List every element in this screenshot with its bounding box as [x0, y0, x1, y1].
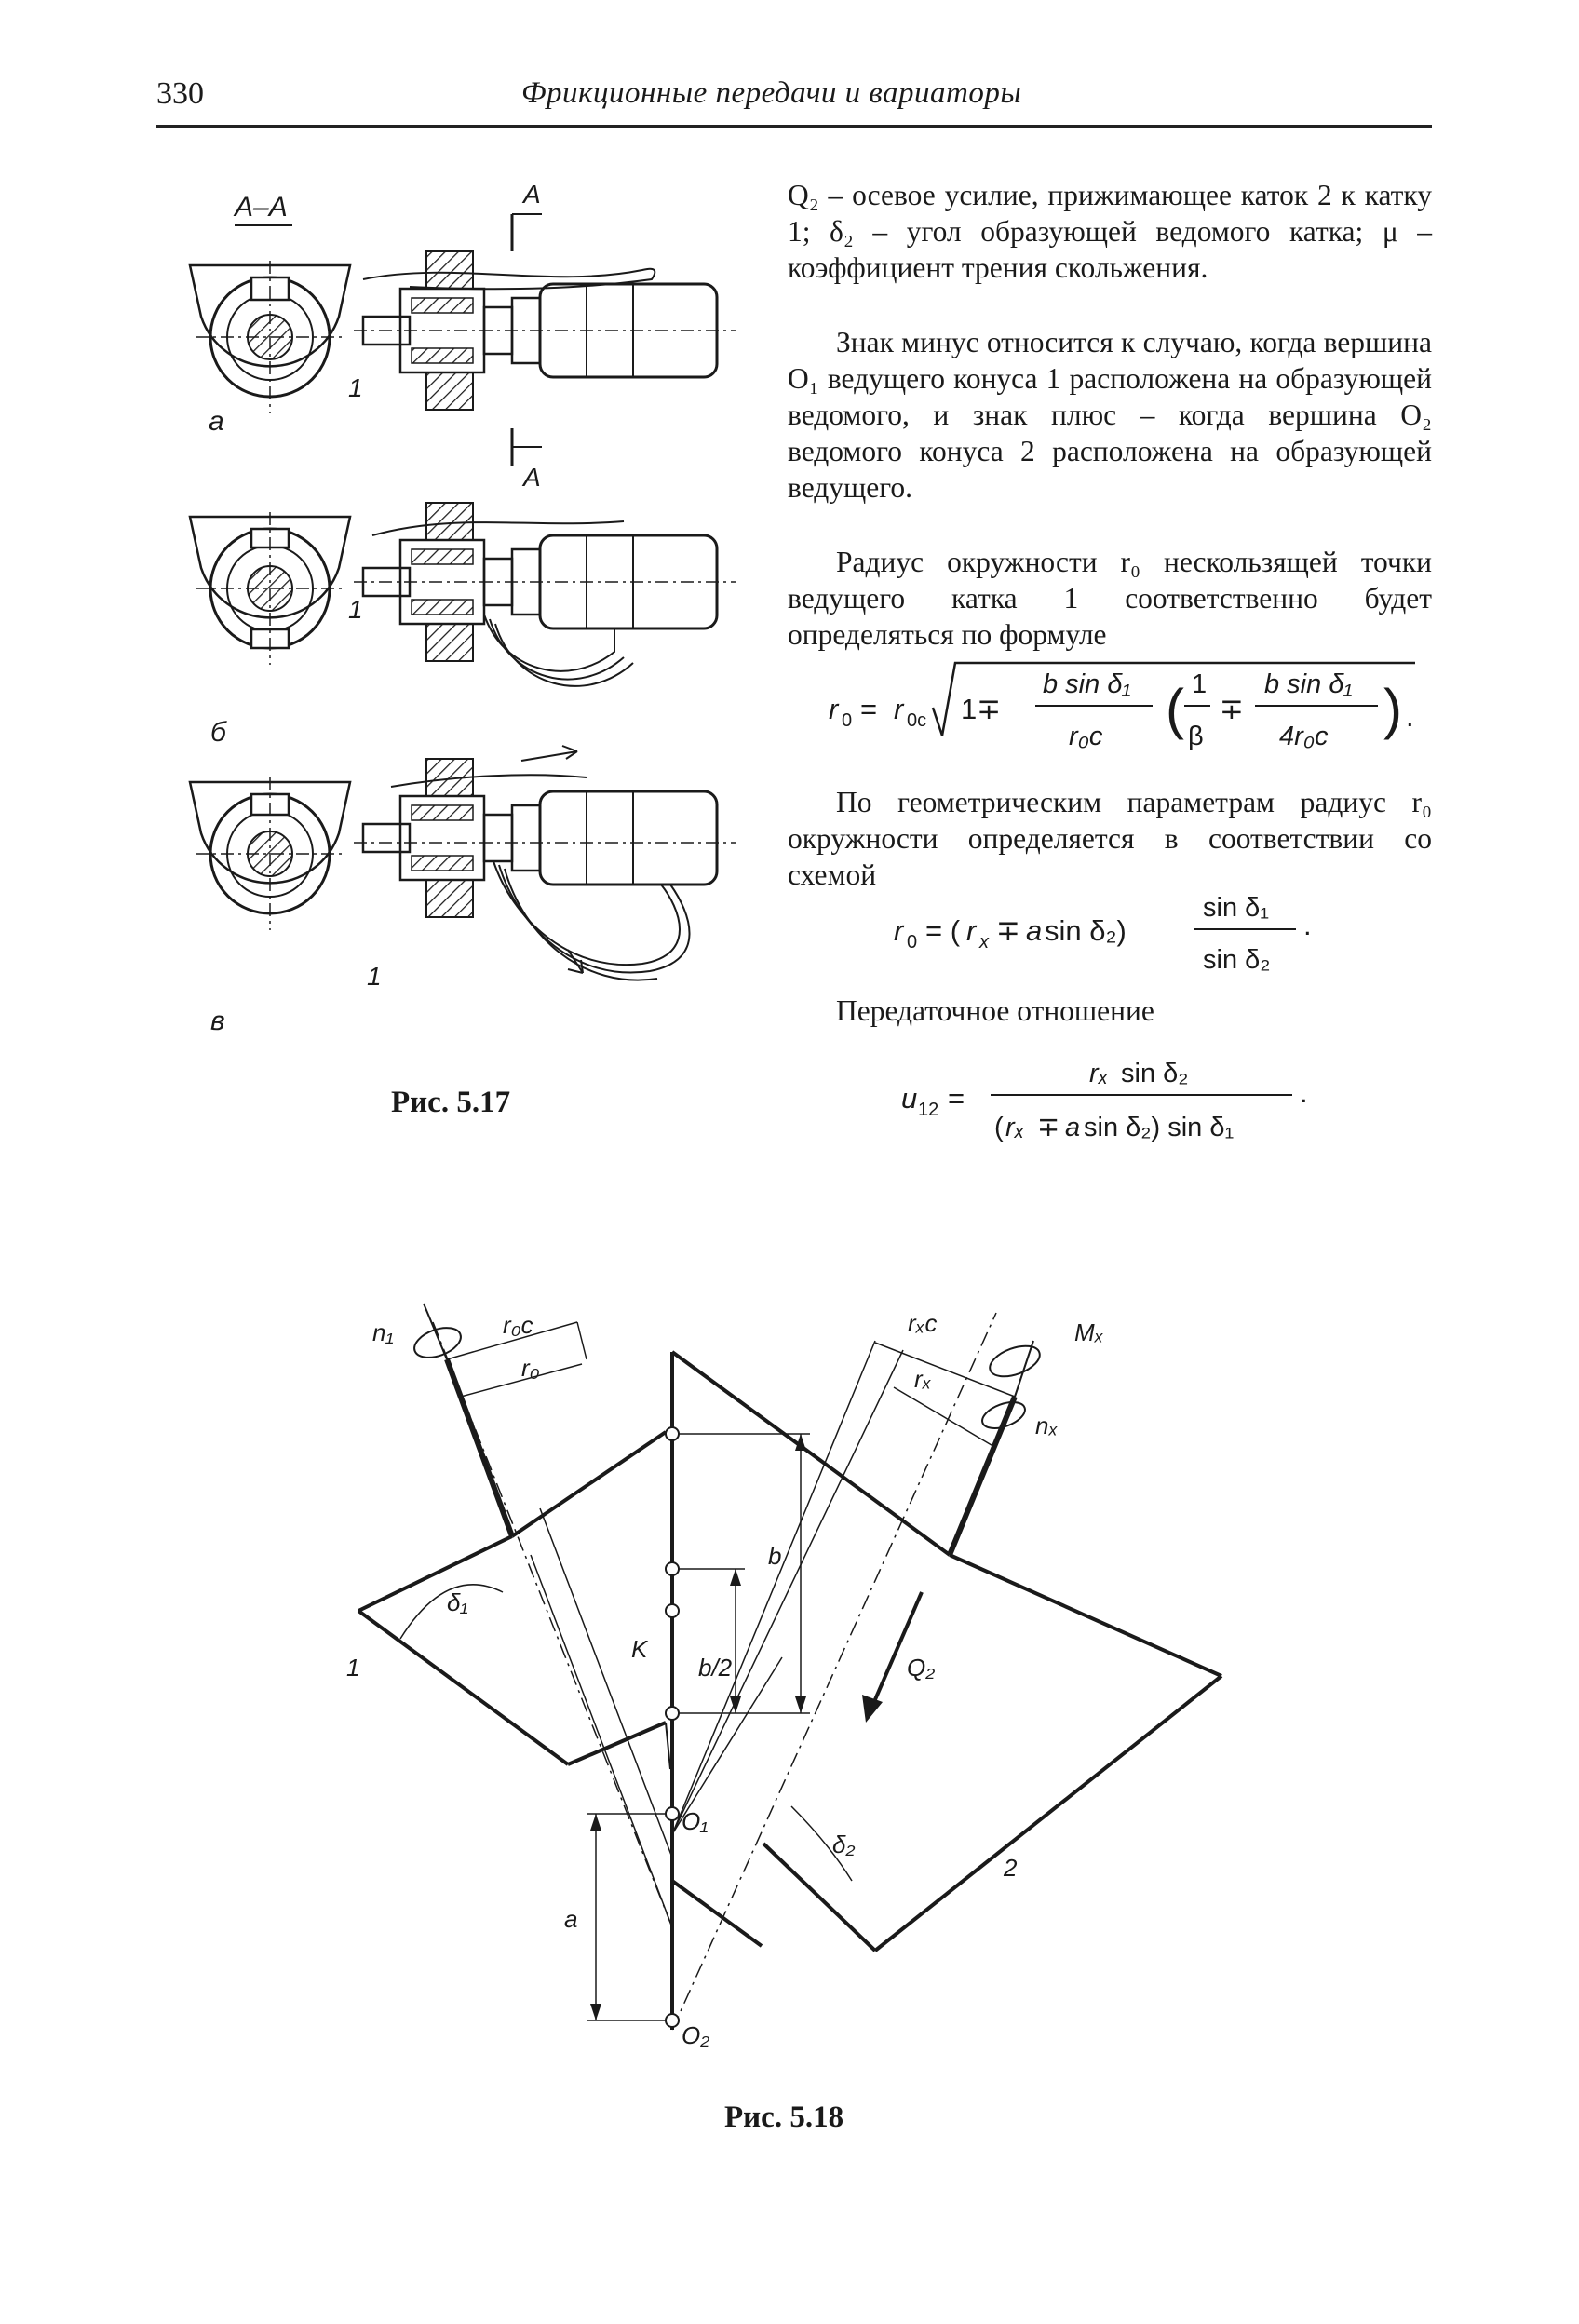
formula-ratio: u 12 = rₓ sin δ₂ ( rₓ ∓ a sin δ₂) sin δ₁… — [901, 1059, 1308, 1142]
paragraph-radius-intro: Радиус окружности r₀ нескользящей точки … — [788, 546, 1432, 651]
svg-text:β: β — [1188, 722, 1204, 751]
label-cone-1: 1 — [346, 1654, 359, 1682]
figure-5-17: А–А А А 1 а — [188, 180, 736, 1036]
paragraph-geometric: По геометрическим параметрам радиус r₀ о… — [788, 786, 1432, 891]
label-rxc: rₓc — [908, 1309, 938, 1337]
part-1-label-b: 1 — [348, 595, 363, 624]
paragraph-sign-rule: Знак минус относится к случаю, когда вер… — [788, 326, 1432, 504]
variant-v-label: в — [210, 1006, 225, 1036]
figure-5-18-caption: Рис. 5.18 — [724, 2101, 844, 2134]
svg-text:x: x — [978, 932, 990, 953]
part-1-label-a: 1 — [348, 373, 363, 402]
variant-a-drawing — [188, 213, 736, 466]
label-nx: nₓ — [1035, 1412, 1058, 1439]
svg-text:.: . — [1406, 700, 1414, 733]
label-Mx: Mₓ — [1074, 1318, 1104, 1346]
svg-text:sin δ₂: sin δ₂ — [1121, 1059, 1189, 1088]
label-O2: O₂ — [682, 2021, 709, 2049]
svg-text:12: 12 — [918, 1100, 938, 1120]
label-delta2: δ₂ — [832, 1831, 855, 1858]
svg-text:rₓ: rₓ — [1005, 1113, 1025, 1142]
svg-text:r: r — [894, 914, 905, 947]
svg-text:0c: 0c — [907, 710, 926, 731]
svg-text:∓: ∓ — [996, 914, 1020, 947]
svg-text:b sin δ₁: b sin δ₁ — [1043, 669, 1131, 699]
svg-text:1∓: 1∓ — [961, 693, 1001, 725]
svg-text:4r₀c: 4r₀c — [1279, 722, 1329, 751]
paragraph-definitions: Q₂ – осевое усилие, прижимающее каток 2 … — [788, 179, 1432, 284]
label-r0c: r₀c — [503, 1311, 533, 1339]
svg-text:): ) — [1383, 678, 1402, 740]
label-b-half: b/2 — [698, 1654, 733, 1682]
label-r0: r₀ — [521, 1354, 540, 1382]
label-b: b — [768, 1542, 781, 1570]
svg-text:=: = — [948, 1082, 965, 1115]
paragraph-ratio: Передаточное отношение — [836, 994, 1154, 1027]
section-label: А–А — [233, 192, 288, 223]
svg-text:b sin δ₁: b sin δ₁ — [1264, 669, 1353, 699]
label-K: K — [631, 1635, 649, 1663]
cut-mark-bottom: А — [521, 463, 541, 492]
svg-text:(: ( — [1166, 678, 1184, 740]
part-1-label-v: 1 — [367, 962, 382, 991]
svg-text:sin δ₂): sin δ₂) — [1045, 914, 1127, 947]
label-delta1: δ₁ — [447, 1588, 468, 1616]
label-n1: n₁ — [372, 1318, 394, 1346]
svg-text:(: ( — [994, 1113, 1004, 1142]
svg-text:sin δ₂: sin δ₂ — [1203, 945, 1271, 975]
svg-text:∓: ∓ — [1220, 693, 1244, 725]
svg-text:1: 1 — [1192, 669, 1207, 699]
label-a: a — [564, 1905, 577, 1933]
page-number: 330 — [156, 76, 204, 111]
svg-text:a: a — [1026, 914, 1042, 947]
svg-text:r: r — [966, 914, 978, 947]
running-title: Фрикционные передачи и вариаторы — [521, 76, 1022, 110]
svg-text:a: a — [1065, 1113, 1080, 1142]
variant-b-label: б — [210, 717, 227, 748]
formula-r0-sqrt: r 0 = r 0c 1∓ b sin δ₁ r₀c ( 1 β ∓ b sin… — [829, 661, 1415, 751]
svg-text:r: r — [894, 693, 905, 725]
svg-text:rₓ: rₓ — [1089, 1059, 1109, 1088]
svg-text:=: = — [860, 693, 877, 725]
svg-text:= (: = ( — [925, 914, 961, 947]
variant-a-label: а — [209, 406, 224, 437]
svg-text:∓: ∓ — [1037, 1113, 1059, 1142]
cut-mark-top: А — [521, 180, 541, 209]
label-rx: rₓ — [914, 1365, 932, 1393]
figure-5-18: n₁ r₀c r₀ δ₁ 1 K b b/2 O₁ O₂ a rₓc rₓ Mₓ… — [346, 1303, 1223, 2049]
svg-text:sin δ₁: sin δ₁ — [1203, 893, 1269, 923]
svg-text:0: 0 — [907, 932, 917, 953]
label-cone-2: 2 — [1003, 1854, 1018, 1882]
svg-text:0: 0 — [842, 710, 852, 731]
svg-text:sin δ₂) sin δ₁: sin δ₂) sin δ₁ — [1084, 1113, 1235, 1142]
svg-text:u: u — [901, 1082, 917, 1115]
formula-r0-geometric: r 0 = ( r x ∓ a sin δ₂) sin δ₁ sin δ₂ . — [894, 893, 1312, 975]
svg-text:r₀c: r₀c — [1069, 722, 1103, 751]
figure-5-17-caption: Рис. 5.17 — [391, 1086, 511, 1119]
label-Q2: Q₂ — [907, 1654, 935, 1682]
variant-b-drawing — [188, 502, 736, 687]
header-rule — [156, 125, 1432, 128]
svg-text:.: . — [1300, 1076, 1308, 1109]
svg-text:.: . — [1303, 909, 1312, 941]
variant-v-drawing — [188, 745, 736, 981]
label-O1: O₁ — [682, 1807, 708, 1835]
svg-text:r: r — [829, 693, 840, 725]
